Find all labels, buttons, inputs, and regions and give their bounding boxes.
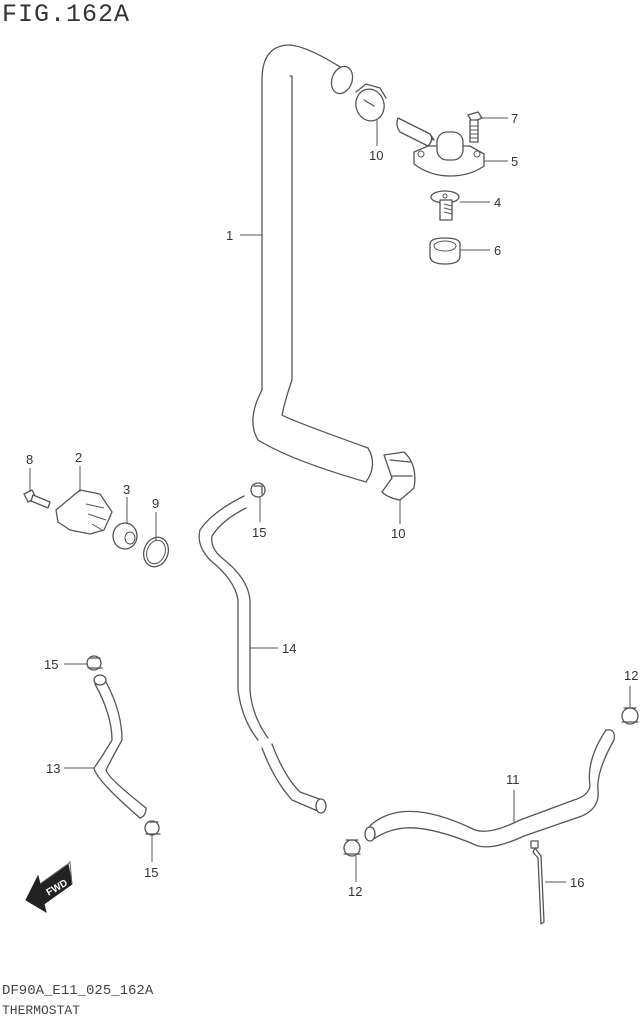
callout-2[interactable]: 2 [75, 450, 82, 465]
callout-6[interactable]: 6 [494, 243, 501, 258]
callout-15-a[interactable]: 15 [252, 525, 266, 540]
part-4-thermostat[interactable] [430, 190, 460, 221]
part-16-cable-tie[interactable] [530, 840, 545, 925]
part-13-hose[interactable] [93, 674, 147, 819]
part-3-cap[interactable] [112, 522, 138, 550]
figure-name: THERMOSTAT [2, 1003, 81, 1018]
callout-7[interactable]: 7 [511, 111, 518, 126]
figure-code: DF90A_E11_025_162A [2, 983, 154, 999]
callout-5[interactable]: 5 [511, 154, 518, 169]
callout-3[interactable]: 3 [123, 482, 130, 497]
part-10-clamp-lower[interactable] [381, 451, 416, 501]
part-12-clamp-left[interactable] [343, 839, 361, 857]
part-12-clamp-right[interactable] [621, 707, 639, 725]
callout-10-lower[interactable]: 10 [391, 526, 405, 541]
leader-lines [29, 117, 631, 883]
callout-9[interactable]: 9 [152, 496, 159, 511]
figure-title: FIG.162A [2, 0, 131, 29]
callout-13[interactable]: 13 [46, 761, 60, 776]
part-10-clamp-top[interactable] [352, 83, 387, 124]
callout-12-right[interactable]: 12 [624, 668, 638, 683]
callout-14[interactable]: 14 [282, 641, 296, 656]
part-1-hose[interactable] [252, 44, 374, 483]
part-15-clamp-2[interactable] [86, 655, 103, 671]
part-5-thermostat-cover[interactable] [396, 117, 485, 177]
callout-15-b[interactable]: 15 [44, 657, 58, 672]
callout-12-left[interactable]: 12 [348, 884, 362, 899]
part-6-seal[interactable] [429, 237, 461, 265]
callout-15-c[interactable]: 15 [144, 865, 158, 880]
callout-4[interactable]: 4 [494, 195, 501, 210]
callout-8[interactable]: 8 [26, 452, 33, 467]
callout-1[interactable]: 1 [226, 228, 233, 243]
part-14-hose[interactable] [198, 495, 327, 814]
callout-labels: 1 2 3 4 5 6 7 8 9 10 10 11 12 12 13 14 1… [26, 111, 638, 899]
callout-11[interactable]: 11 [506, 772, 520, 787]
part-2-thermostat-housing[interactable] [55, 489, 113, 535]
part-9-o-ring[interactable] [140, 534, 173, 570]
part-8-bolt[interactable] [23, 489, 51, 509]
part-15-clamp-1[interactable] [250, 482, 266, 498]
part-11-hose[interactable] [364, 729, 615, 848]
part-7-bolt[interactable] [467, 111, 483, 143]
fwd-arrow-indicator: FWD [25, 860, 73, 914]
callout-16[interactable]: 16 [570, 875, 584, 890]
part-15-clamp-3[interactable] [144, 820, 161, 836]
callout-10-top[interactable]: 10 [369, 148, 383, 163]
